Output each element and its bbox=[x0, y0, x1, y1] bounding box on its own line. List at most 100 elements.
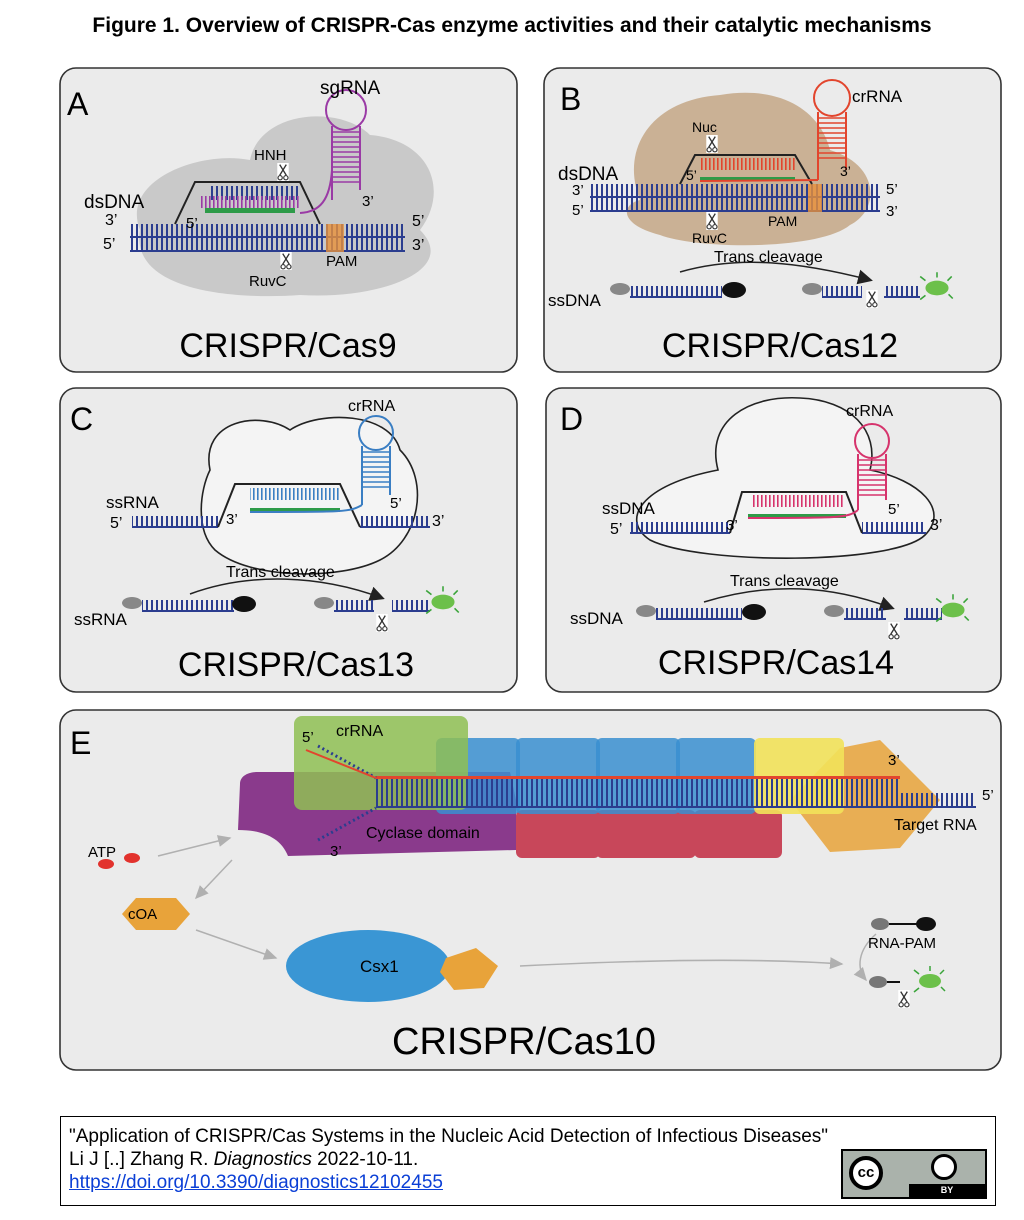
end-label: 5’ bbox=[886, 181, 898, 198]
ssrna-label: ssRNA bbox=[106, 493, 160, 512]
coa-molecule bbox=[122, 898, 190, 930]
crrna-hairpin bbox=[699, 79, 851, 182]
citation-journal: Diagnostics bbox=[213, 1149, 312, 1170]
panel-a: A sgRNA HNH RuvC bbox=[59, 67, 518, 373]
cleave-scissor-icon bbox=[376, 614, 388, 632]
end-label: 5’ bbox=[572, 202, 584, 219]
panel-b-name: CRISPR/Cas12 bbox=[662, 327, 898, 365]
citation-doi-link[interactable]: https://doi.org/10.3390/diagnostics12102… bbox=[69, 1172, 443, 1193]
end-label: 3’ bbox=[330, 843, 342, 860]
citation-title: "Application of CRISPR/Cas Systems in th… bbox=[69, 1126, 829, 1147]
trans-arrow bbox=[703, 587, 895, 611]
end-label: 3’ bbox=[412, 237, 424, 254]
quencher-grey bbox=[610, 283, 630, 295]
end-label: 3’ bbox=[930, 517, 942, 534]
panel-b: B crRNA Nuc RuvC PAM dsDNA bbox=[543, 67, 1002, 373]
end-label: 5’ bbox=[186, 215, 198, 232]
panel-e-letter: E bbox=[70, 725, 91, 761]
pam-site bbox=[326, 224, 344, 252]
end-label: 5’ bbox=[103, 236, 115, 253]
cyclase-label: Cyclase domain bbox=[366, 825, 480, 842]
displaced-strand bbox=[174, 181, 321, 225]
end-label: 3’ bbox=[226, 511, 238, 528]
ruvc-scissor-icon bbox=[706, 212, 718, 230]
panel-d-letter: D bbox=[560, 401, 583, 437]
ssdna-label: ssDNA bbox=[602, 499, 656, 518]
reporter-label: ssRNA bbox=[74, 610, 128, 629]
end-label: 5’ bbox=[686, 167, 697, 183]
figure-title: Figure 1. Overview of CRISPR-Cas enzyme … bbox=[92, 14, 932, 37]
crrna-strand bbox=[376, 776, 900, 779]
end-label: 3’ bbox=[726, 517, 738, 534]
csx1-protein bbox=[286, 930, 450, 1002]
end-label: 3’ bbox=[886, 203, 898, 220]
end-label: 3’ bbox=[105, 212, 117, 229]
panel-a-name: CRISPR/Cas9 bbox=[179, 327, 396, 365]
dsdna-top-strand bbox=[130, 224, 405, 238]
target-rna-strand bbox=[376, 793, 976, 807]
panel-b-letter: B bbox=[560, 81, 581, 117]
end-label: 3’ bbox=[840, 163, 851, 179]
guide-target-duplex bbox=[205, 208, 295, 213]
cleave-scissor-icon bbox=[898, 990, 910, 1008]
citation-box: "Application of CRISPR/Cas Systems in th… bbox=[60, 1116, 996, 1206]
panel-d: D crRNA ssDNA 5’ 3’ 5’ 3’ Trans cleavag bbox=[545, 387, 1002, 693]
reporter-label: ssDNA bbox=[548, 291, 602, 310]
nuc-label: Nuc bbox=[692, 119, 717, 135]
pam-label: PAM bbox=[326, 253, 357, 270]
end-label: 5’ bbox=[390, 495, 402, 512]
end-label: 5’ bbox=[982, 787, 994, 804]
dsdna-label: dsDNA bbox=[84, 192, 145, 213]
end-label: 3’ bbox=[362, 193, 374, 210]
pam-site bbox=[808, 184, 822, 212]
end-label: 5’ bbox=[302, 729, 314, 746]
coa-label: cOA bbox=[128, 906, 157, 923]
crrna-label: crRNA bbox=[336, 723, 383, 740]
citation-authors: Li J [..] Zhang R. bbox=[69, 1149, 214, 1170]
end-label: 5’ bbox=[412, 213, 424, 230]
ssdna-strand bbox=[630, 522, 730, 532]
reporter-strand bbox=[656, 608, 742, 618]
cleave-scissor-icon bbox=[888, 622, 900, 640]
cc-logo-icon: cc bbox=[849, 1156, 883, 1190]
end-label: 5’ bbox=[110, 515, 122, 532]
cleave-scissor-icon bbox=[866, 290, 878, 308]
trans-label: Trans cleavage bbox=[714, 249, 823, 266]
target-rna-label: Target RNA bbox=[894, 817, 977, 834]
trans-arrow bbox=[679, 261, 873, 285]
crrna-hairpin bbox=[249, 415, 394, 513]
atp-label: ATP bbox=[88, 844, 116, 861]
dsdna-top-strand bbox=[590, 184, 880, 196]
end-label: 3’ bbox=[432, 513, 444, 530]
panel-e: E 5’ 3’ crRNA Cyclase domain 3’ 5’ Targe… bbox=[59, 709, 1002, 1071]
ruvc-label: RuvC bbox=[249, 273, 287, 290]
ruvc-scissor-icon bbox=[280, 252, 292, 270]
bound-coa bbox=[440, 948, 498, 990]
trans-label: Trans cleavage bbox=[226, 564, 335, 581]
panel-c-letter: C bbox=[70, 401, 93, 437]
cas14-protein bbox=[635, 397, 935, 559]
trans-arrow bbox=[189, 578, 385, 601]
cc-by-icon[interactable]: cc BY bbox=[841, 1149, 987, 1199]
red-subunit bbox=[516, 810, 600, 858]
ruvc-label: RuvC bbox=[692, 230, 727, 246]
dsdna-label: dsDNA bbox=[558, 164, 619, 185]
end-label: 5’ bbox=[888, 501, 900, 518]
panel-d-name: CRISPR/Cas14 bbox=[658, 644, 894, 682]
sgrna-hairpin bbox=[325, 89, 367, 200]
sgrna-label: sgRNA bbox=[320, 78, 381, 99]
rna-pam-label: RNA-PAM bbox=[868, 935, 936, 952]
panel-c-name: CRISPR/Cas13 bbox=[178, 646, 414, 684]
hnh-scissor-icon bbox=[277, 163, 289, 181]
reporter-strand bbox=[630, 286, 722, 296]
pam-label: PAM bbox=[768, 213, 797, 229]
end-label: 3’ bbox=[572, 182, 584, 199]
quencher-black bbox=[722, 282, 746, 298]
panel-e-name: CRISPR/Cas10 bbox=[392, 1021, 656, 1063]
license-text: BY bbox=[909, 1184, 985, 1197]
reporter-label: ssDNA bbox=[570, 609, 624, 628]
attribution-person-icon bbox=[931, 1154, 957, 1180]
citation-authors-line: Li J [..] Zhang R. Diagnostics 2022-10-1… bbox=[69, 1148, 987, 1171]
trans-label: Trans cleavage bbox=[730, 573, 839, 590]
figure-canvas: A sgRNA HNH RuvC bbox=[59, 67, 1002, 1071]
